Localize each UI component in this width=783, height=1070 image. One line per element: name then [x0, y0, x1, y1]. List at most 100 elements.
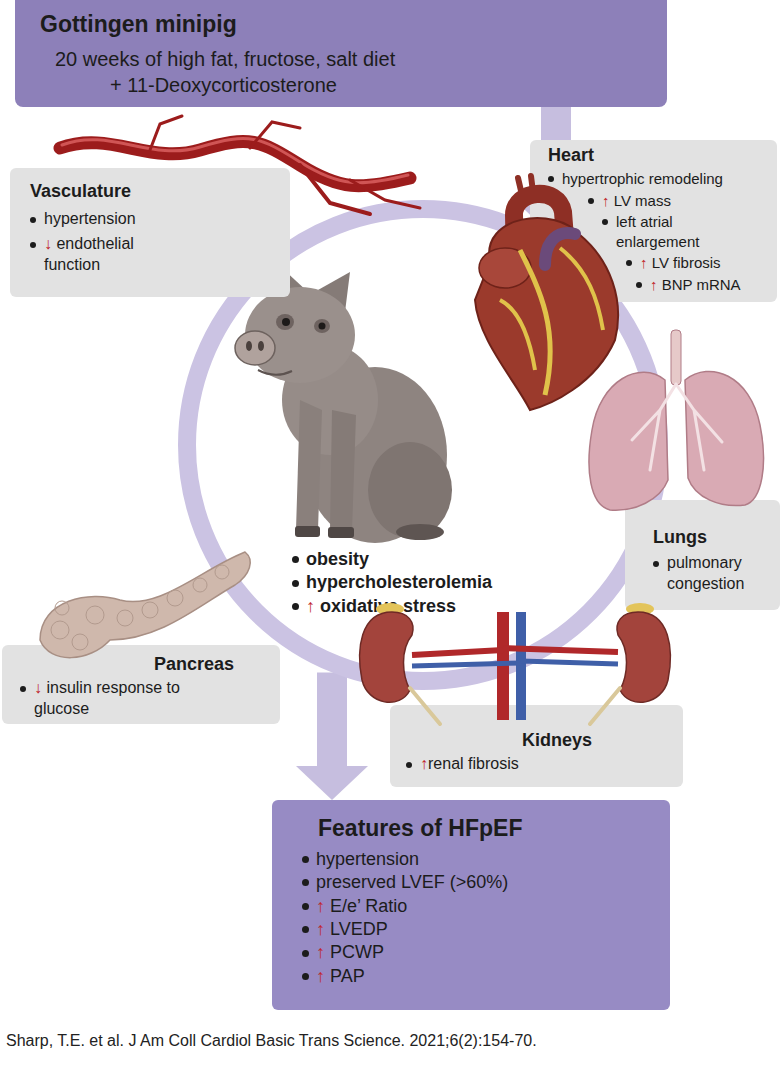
pig-illustration	[396, 524, 444, 540]
box-heading: Kidneys	[522, 729, 673, 752]
bullet-text: obesity	[306, 548, 606, 571]
bullet-text: ↑ oxidative stress	[306, 595, 606, 618]
kidneys-illustration	[497, 612, 509, 720]
box-heading: Features of HFpEF	[318, 814, 660, 844]
kidneys-illustration	[412, 661, 618, 666]
organ-box: Pancreas ↓ insulin response to glucose	[2, 645, 280, 724]
pancreas-illustration	[142, 602, 158, 618]
vessel-illustration	[60, 142, 410, 186]
bullet-dot	[548, 176, 554, 182]
heart-illustration	[560, 248, 603, 330]
text-run: Lungs	[653, 527, 707, 547]
heart-illustration	[500, 300, 535, 370]
text-run: BNP mRNA	[658, 276, 741, 293]
text-run: hypertension	[316, 849, 419, 869]
pancreas-illustration	[51, 621, 69, 639]
pig-illustration	[330, 410, 356, 531]
arrow-shaft	[317, 672, 347, 766]
pig-illustration	[282, 318, 290, 326]
box-heading: Gottingen minipig	[40, 10, 657, 40]
text-run: E/e’ Ratio	[325, 896, 407, 916]
box-heading: Pancreas	[154, 653, 270, 676]
pancreas-illustration	[55, 601, 69, 615]
trend-arrow: ↑	[316, 966, 325, 986]
text-run: left atrial enlargement	[616, 213, 699, 250]
text-run: PCWP	[325, 942, 384, 962]
bullet-dot	[302, 926, 309, 933]
bullet-text: ↑ LV mass	[602, 191, 762, 211]
heart-illustration	[518, 178, 522, 195]
trend-arrow: ↑	[316, 919, 325, 939]
kidneys-illustration	[376, 603, 404, 615]
text-run: insulin response to glucose	[34, 679, 180, 717]
organ-box: Vasculature hypertension ↓ endothelial fun…	[10, 168, 290, 297]
text-run: pulmonary congestion	[667, 554, 744, 592]
bullet-dot	[20, 686, 26, 692]
bullet-dot	[636, 282, 642, 288]
bullet-text: ↑ LVEDP	[316, 918, 646, 941]
diet-box: Gottingen minipig 20 weeks of high fat, f…	[15, 0, 667, 107]
box-heading: Heart	[548, 144, 767, 167]
bullet-text: ↓ endothelial function	[44, 234, 184, 276]
pig-illustration	[296, 400, 322, 530]
vessel-illustration	[150, 116, 182, 150]
bullet-text: ↑ E/e’ Ratio	[316, 895, 646, 918]
bullet-text: hypertension	[44, 209, 184, 230]
trend-arrow: ↓	[34, 679, 42, 696]
bullet-dot	[302, 950, 309, 957]
bullet-text: left atrial enlargement	[616, 212, 726, 251]
pig-illustration	[276, 314, 294, 330]
text-run: 20 weeks of high fat, fructose, salt die…	[55, 48, 395, 96]
pig-illustration	[295, 526, 320, 537]
pancreas-illustration	[167, 590, 183, 606]
bullet-text: ↑renal fibrosis	[420, 754, 660, 775]
text-run: Features of HFpEF	[318, 815, 522, 841]
pig-illustration	[328, 527, 354, 538]
text-run: LV mass	[610, 192, 671, 209]
pig-illustration	[258, 370, 292, 375]
figure-caption: Sharp, T.E. et al. J Am Coll Cardiol Bas…	[6, 1031, 537, 1052]
organ-box: Lungs pulmonary congestion	[625, 500, 780, 610]
bullet-dot	[588, 198, 594, 204]
pancreas-illustration	[86, 606, 104, 624]
trend-arrow: ↓	[44, 235, 52, 252]
pig-illustration	[246, 341, 252, 351]
lungs-illustration	[685, 371, 764, 505]
bullet-text: ↑ PAP	[316, 965, 646, 988]
bullet-dot	[302, 856, 309, 863]
lungs-illustration	[589, 372, 668, 510]
bullet-dot	[302, 903, 309, 910]
bullet-dot	[602, 219, 608, 225]
kidneys-illustration	[412, 648, 618, 655]
heart-illustration	[545, 233, 575, 265]
box-heading: Vasculature	[30, 180, 280, 203]
arrow-head	[296, 766, 368, 800]
kidneys-illustration	[410, 688, 620, 724]
bullet-text: hypertrophic remodeling	[562, 169, 767, 189]
text-run: Pancreas	[154, 654, 234, 674]
bullet-dot	[302, 879, 309, 886]
features-box: Features of HFpEF hypertension preserved L…	[272, 800, 670, 1010]
heart-illustration	[520, 250, 550, 395]
heart-illustration	[475, 218, 618, 410]
pancreas-illustration	[51, 565, 229, 650]
text-run: renal fibrosis	[428, 755, 519, 772]
pancreas-illustration	[117, 610, 133, 626]
vessel-illustration	[250, 122, 300, 148]
bullet-dot	[626, 260, 632, 266]
bullet-text: pulmonary congestion	[667, 553, 767, 595]
box-text: 20 weeks of high fat, fructose, salt die…	[110, 46, 405, 98]
bullet-text: ↑ BNP mRNA	[650, 275, 770, 295]
bullet-dot	[302, 973, 309, 980]
kidneys-illustration	[626, 603, 654, 615]
trend-arrow: ↑	[602, 192, 610, 209]
box-heading: Lungs	[653, 526, 770, 549]
trend-arrow: ↑	[316, 942, 325, 962]
bullet-text: ↑ LV fibrosis	[640, 253, 765, 273]
trend-arrow: ↑	[420, 755, 428, 772]
heart-illustration	[479, 248, 531, 288]
text-run: preserved LVEF (>60%)	[316, 872, 508, 892]
bullet-dot	[653, 561, 659, 567]
text-run: hypercholesterolemia	[306, 572, 492, 592]
trend-arrow: ↑	[316, 896, 325, 916]
